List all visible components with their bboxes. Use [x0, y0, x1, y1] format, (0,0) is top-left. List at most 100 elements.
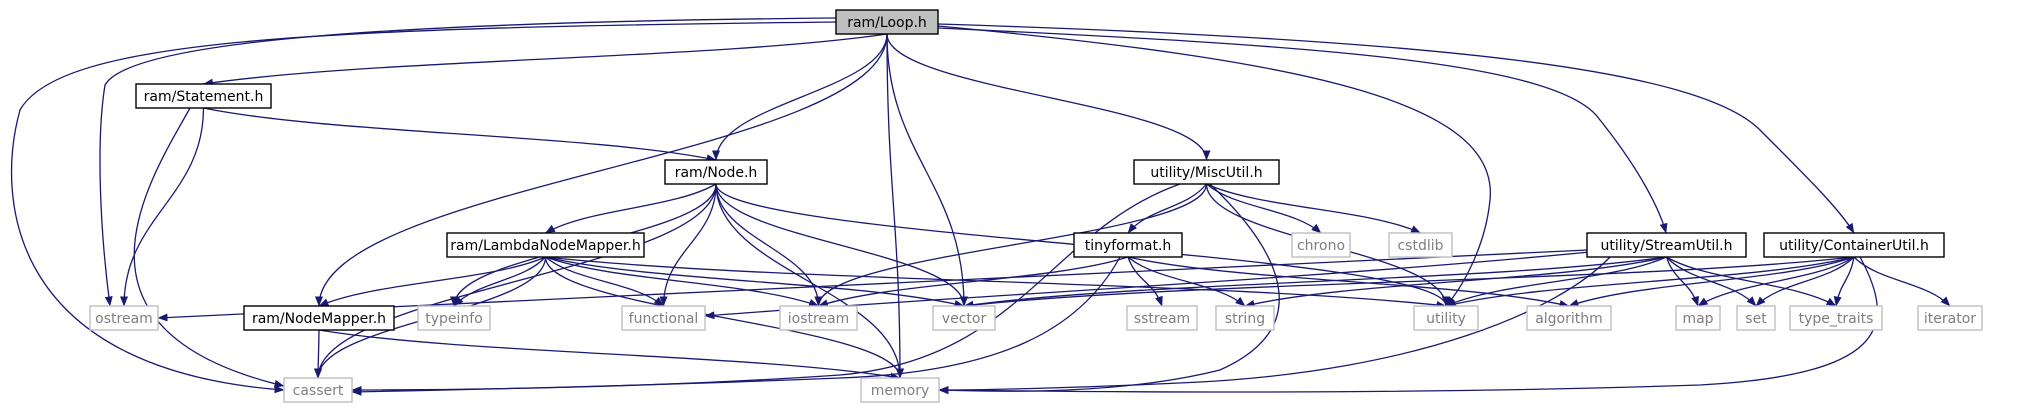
edge-lambdanodemapper-to-nodemapper — [318, 256, 546, 307]
node-box — [243, 305, 395, 331]
edge-loop-to-containerutil — [937, 23, 1855, 234]
node-label: typeinfo — [425, 311, 483, 327]
node-utility: utility — [1413, 305, 1479, 331]
edge-loop-to-node — [712, 33, 888, 161]
node-label: string — [1225, 311, 1265, 327]
node-vector: vector — [932, 305, 996, 331]
node-label: ram/LambdaNodeMapper.h — [450, 238, 640, 254]
node-label: type_traits — [1799, 311, 1874, 327]
node-loop[interactable]: ram/Loop.h — [835, 9, 939, 35]
node-typeinfo: typeinfo — [417, 305, 491, 331]
node-label: utility — [1426, 311, 1466, 327]
node-memory: memory — [860, 377, 940, 403]
edge-streamutil-to-vector — [963, 256, 1667, 309]
node-box — [417, 305, 491, 331]
node-label: algorithm — [1535, 311, 1603, 327]
edge-containerutil-to-set — [1755, 256, 1855, 307]
edge-streamutil-to-memory — [938, 256, 1611, 394]
node-box — [1291, 232, 1351, 258]
edge-tinyformat-to-cassert — [351, 256, 1121, 396]
node-node[interactable]: ram/Node.h — [664, 159, 768, 185]
edge-loop-to-ostream — [99, 17, 837, 307]
edge-containerutil-to-utility — [1445, 256, 1855, 308]
edge-nodemapper-to-cassert — [314, 329, 323, 379]
node-box — [1917, 305, 1983, 331]
node-type-traits: type_traits — [1789, 305, 1883, 331]
node-miscutil[interactable]: utility/MiscUtil.h — [1133, 159, 1280, 185]
node-label: chrono — [1297, 238, 1345, 254]
edge-containerutil-to-vector — [963, 256, 1855, 309]
node-label: tinyformat.h — [1085, 238, 1172, 254]
edge-tinyformat-to-string — [1127, 256, 1246, 307]
edge-node-to-memory — [715, 183, 904, 379]
node-containerutil[interactable]: utility/ContainerUtil.h — [1763, 232, 1945, 258]
node-box — [446, 232, 645, 258]
edge-lambdanodemapper-to-iostream — [545, 256, 819, 307]
node-functional: functional — [621, 305, 706, 331]
node-box — [835, 9, 939, 35]
node-box — [135, 83, 272, 109]
node-streamutil[interactable]: utility/StreamUtil.h — [1586, 232, 1747, 258]
node-label: ram/NodeMapper.h — [252, 311, 386, 327]
node-lambdanodemapper[interactable]: ram/LambdaNodeMapper.h — [446, 232, 645, 258]
edge-statement-to-ostream — [120, 107, 205, 307]
edge-statement-to-cassert — [133, 107, 285, 388]
node-box — [89, 305, 159, 331]
node-box — [932, 305, 996, 331]
edge-loop-to-memory — [886, 33, 904, 379]
edge-loop-to-statement — [203, 33, 888, 87]
node-label: ram/Node.h — [675, 165, 758, 181]
edge-loop-to-streamutil — [937, 27, 1668, 234]
edge-loop-to-nodemapper — [315, 33, 888, 307]
edge-containerutil-to-iterator — [1853, 256, 1951, 307]
edge-node-to-vector — [715, 183, 968, 307]
edge-tinyformat-to-iostream — [818, 256, 1129, 307]
edge-tinyformat-to-sstream — [1127, 256, 1163, 307]
edge-lambdanodemapper-to-functional — [545, 256, 664, 307]
node-label: cassert — [293, 383, 344, 399]
node-tinyformat[interactable]: tinyformat.h — [1073, 232, 1183, 258]
node-box — [1675, 305, 1721, 331]
node-label: utility/MiscUtil.h — [1150, 165, 1262, 181]
node-box — [1736, 305, 1776, 331]
edge-miscutil-to-memory — [938, 183, 1280, 395]
node-cassert: cassert — [283, 377, 353, 403]
node-box — [1133, 159, 1280, 185]
node-label: map — [1682, 311, 1713, 327]
node-box — [1763, 232, 1945, 258]
edge-loop-to-vector — [886, 33, 968, 307]
edge-miscutil-to-tinyformat — [1127, 183, 1208, 234]
node-box — [1789, 305, 1883, 331]
edge-lambdanodemapper-to-memory — [544, 256, 904, 379]
node-ostream: ostream — [89, 305, 159, 331]
edge-streamutil-to-type-traits — [1666, 256, 1837, 307]
node-cstdlib: cstdlib — [1388, 232, 1453, 258]
node-statement[interactable]: ram/Statement.h — [135, 83, 272, 109]
node-chrono: chrono — [1291, 232, 1351, 258]
node-algorithm: algorithm — [1526, 305, 1612, 331]
node-layer: ram/Loop.h ram/Statement.h ram/Node.h utili… — [89, 9, 1983, 403]
edge-streamutil-to-utility — [1445, 256, 1667, 307]
node-box — [1526, 305, 1612, 331]
node-label: iterator — [1924, 311, 1976, 327]
edge-layer — [10, 17, 1951, 396]
node-nodemapper[interactable]: ram/NodeMapper.h — [243, 305, 395, 331]
node-box — [621, 305, 706, 331]
node-box — [1215, 305, 1275, 331]
node-box — [283, 377, 353, 403]
node-sstream: sstream — [1126, 305, 1198, 331]
node-box — [779, 305, 858, 331]
node-box — [1586, 232, 1747, 258]
node-box — [664, 159, 768, 185]
edge-loop-to-miscutil — [886, 33, 1211, 161]
edge-containerutil-to-algorithm — [1568, 256, 1855, 307]
edge-tinyformat-to-algorithm — [1127, 256, 1570, 308]
node-label: ostream — [95, 311, 153, 327]
node-label: sstream — [1134, 311, 1190, 327]
node-box — [1073, 232, 1183, 258]
node-label: utility/ContainerUtil.h — [1779, 238, 1929, 254]
edge-miscutil-to-cstdlib — [1206, 183, 1421, 234]
node-iterator: iterator — [1917, 305, 1983, 331]
node-label: vector — [942, 311, 987, 327]
